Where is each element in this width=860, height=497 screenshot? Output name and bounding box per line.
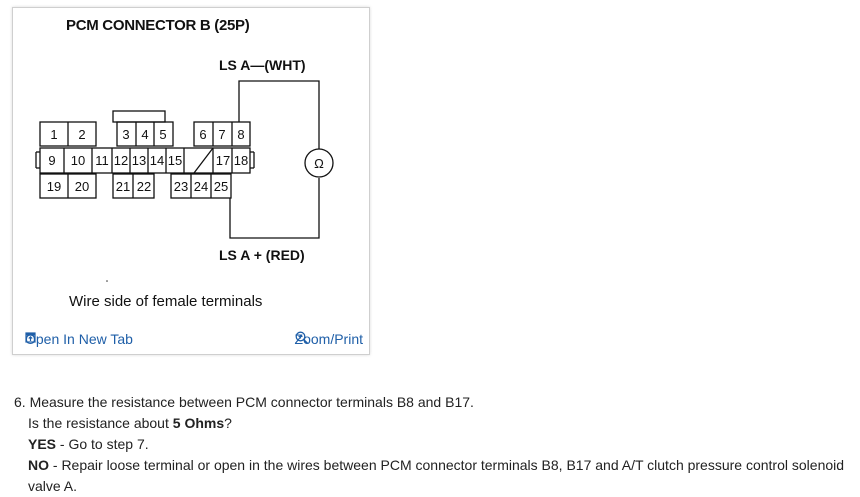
step-no: NO - Repair loose terminal or open in th… (14, 455, 856, 497)
no-text: - Repair loose terminal or open in the w… (28, 457, 845, 494)
connector-latch (112, 110, 166, 123)
open-new-tab-icon (25, 332, 36, 343)
pin-label: 5 (159, 127, 166, 142)
pin-label-b17: 17 (216, 153, 230, 168)
step-instruction: 6. Measure the resistance between PCM co… (14, 394, 474, 410)
pin-label: 18 (234, 153, 248, 168)
pin-label: 19 (47, 179, 61, 194)
blank-pin-16-slash (193, 147, 214, 174)
no-label: NO (28, 457, 49, 473)
step-yes: YES - Go to step 7. (14, 434, 856, 455)
pin-row-middle (39, 147, 251, 174)
yes-label: YES (28, 436, 57, 452)
wire-b8-to-meter (238, 80, 320, 149)
yes-text: - Go to step 7. (56, 436, 149, 452)
figure-actions: Open In New Tab Zoom/Print (13, 328, 369, 350)
pin-label: 6 (199, 127, 206, 142)
open-in-new-tab-label: Open In New Tab (25, 331, 133, 347)
pin-label: 3 (122, 127, 129, 142)
terminal-negative-label: LS A—(WHT) (219, 57, 306, 73)
pin-label: 9 (48, 153, 55, 168)
pin-label: 1 (50, 127, 57, 142)
pin-label: 22 (137, 179, 151, 194)
ohmmeter-icon (304, 148, 334, 178)
pin-label: 7 (218, 127, 225, 142)
wire-meter-to-b17 (229, 178, 320, 239)
pin-label-b8: 8 (237, 127, 244, 142)
resistance-value: 5 Ohms (172, 415, 225, 431)
zoom-print-link[interactable]: Zoom/Print (295, 331, 363, 347)
connector-outline (35, 80, 334, 239)
pin-label: 10 (71, 153, 85, 168)
terminal-positive-label: LS A + (RED) (219, 247, 305, 263)
pin-label: 11 (95, 153, 109, 168)
zoom-print-label: Zoom/Print (294, 331, 363, 347)
pin-group-bottom-right (170, 173, 232, 199)
pin-label: 2 (78, 127, 85, 142)
open-in-new-tab-link[interactable]: Open In New Tab (25, 331, 133, 347)
ohm-symbol: Ω (314, 156, 324, 171)
zoom-icon (295, 331, 308, 345)
pin-label: 13 (132, 153, 146, 168)
pin-label: 12 (114, 153, 128, 168)
pin-label: 21 (116, 179, 130, 194)
stray-dot (106, 280, 108, 282)
step-question: Is the resistance about 5 Ohms? (28, 415, 232, 431)
connector-diagram: Ω 1 2 3 4 5 6 7 8 9 10 11 12 13 14 15 17… (35, 80, 334, 282)
pin-label: 14 (150, 153, 164, 168)
pin-group-top-right (193, 121, 251, 147)
figure-title: PCM CONNECTOR B (25P) (66, 17, 250, 34)
pin-labels: 1 2 3 4 5 6 7 8 9 10 11 12 13 14 15 17 1… (47, 127, 248, 194)
pin-label: 25 (214, 179, 228, 194)
pin-label: 20 (75, 179, 89, 194)
pin-label: 4 (141, 127, 148, 142)
pin-label: 23 (174, 179, 188, 194)
diagram-figure: Ω 1 2 3 4 5 6 7 8 9 10 11 12 13 14 15 17… (12, 7, 370, 355)
diagnostic-step: 6. Measure the resistance between PCM co… (14, 392, 856, 497)
pin-label: 15 (168, 153, 182, 168)
figure-caption: Wire side of female terminals (69, 293, 263, 310)
pin-label: 24 (194, 179, 208, 194)
